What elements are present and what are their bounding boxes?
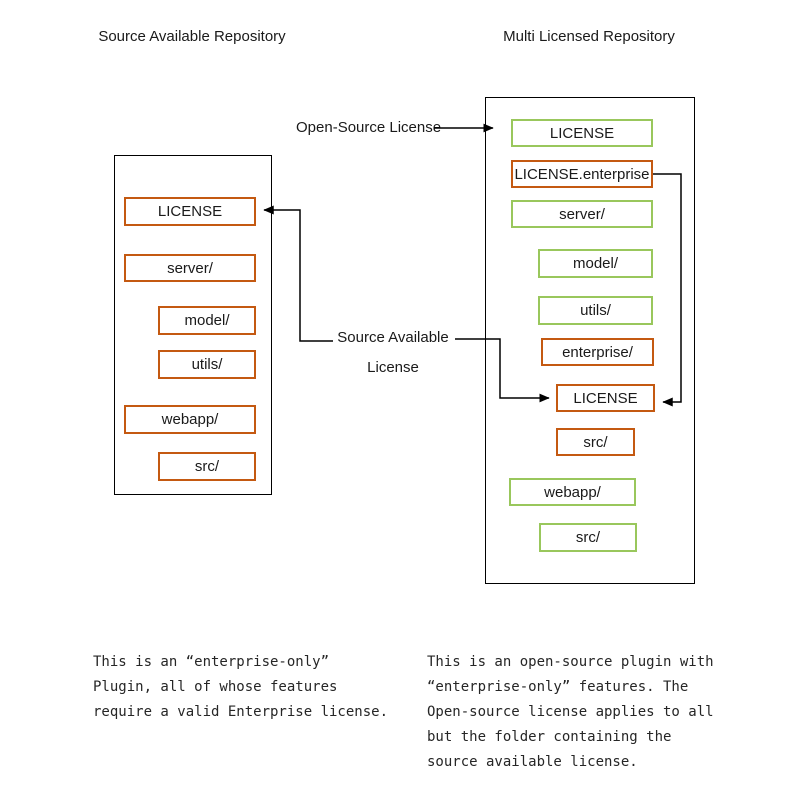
file-box-license: LICENSE [124,197,256,226]
file-box-license-inner: LICENSE [556,384,655,412]
file-box-license-enterprise: LICENSE.enterprise [511,160,653,188]
folder-box-src-enterprise: src/ [556,428,635,456]
folder-box-label: src/ [575,529,601,546]
folder-box-label: src/ [583,433,608,451]
folder-box-label: utils/ [580,302,611,319]
folder-box-model: model/ [158,306,256,335]
folder-box-label: src/ [194,458,220,475]
folder-box-label: utils/ [191,356,223,373]
connector-source-available-to-left-license [263,205,333,342]
folder-box-label: webapp/ [544,483,601,501]
left-repo-title: Source Available Repository [98,28,286,45]
open-source-license-label: Open-Source License [296,119,442,136]
folder-box-server: server/ [124,254,256,282]
folder-box-label: webapp/ [161,411,219,428]
source-available-license-label-line1: Source Available [337,329,449,346]
folder-box-label: server/ [559,205,605,223]
folder-box-utils: utils/ [538,296,653,325]
folder-box-label: enterprise/ [562,343,633,361]
folder-box-model: model/ [538,249,653,278]
folder-box-src: src/ [158,452,256,481]
source-available-license-label: Source Available License [313,330,473,376]
left-repo-note: This is an “enterprise-only” Plugin, all… [93,654,389,720]
folder-box-webapp: webapp/ [124,405,256,434]
folder-box-label: model/ [184,312,230,329]
folder-box-label: model/ [572,255,619,272]
folder-box-utils: utils/ [158,350,256,379]
right-repo-note: This is an open-source plugin with “ente… [427,654,714,770]
folder-box-src: src/ [539,523,637,552]
folder-box-server: server/ [511,200,653,228]
folder-box-webapp: webapp/ [509,478,636,506]
source-available-license-label-line2: License [367,359,419,376]
file-box-label: LICENSE [573,389,638,407]
file-box-label: LICENSE [157,203,223,220]
right-repo-title: Multi Licensed Repository [503,28,675,45]
folder-box-enterprise: enterprise/ [541,338,654,366]
file-box-license: LICENSE [511,119,653,147]
file-box-label: LICENSE [549,124,615,142]
file-box-label: LICENSE.enterprise [514,165,650,183]
folder-box-label: server/ [167,259,213,277]
